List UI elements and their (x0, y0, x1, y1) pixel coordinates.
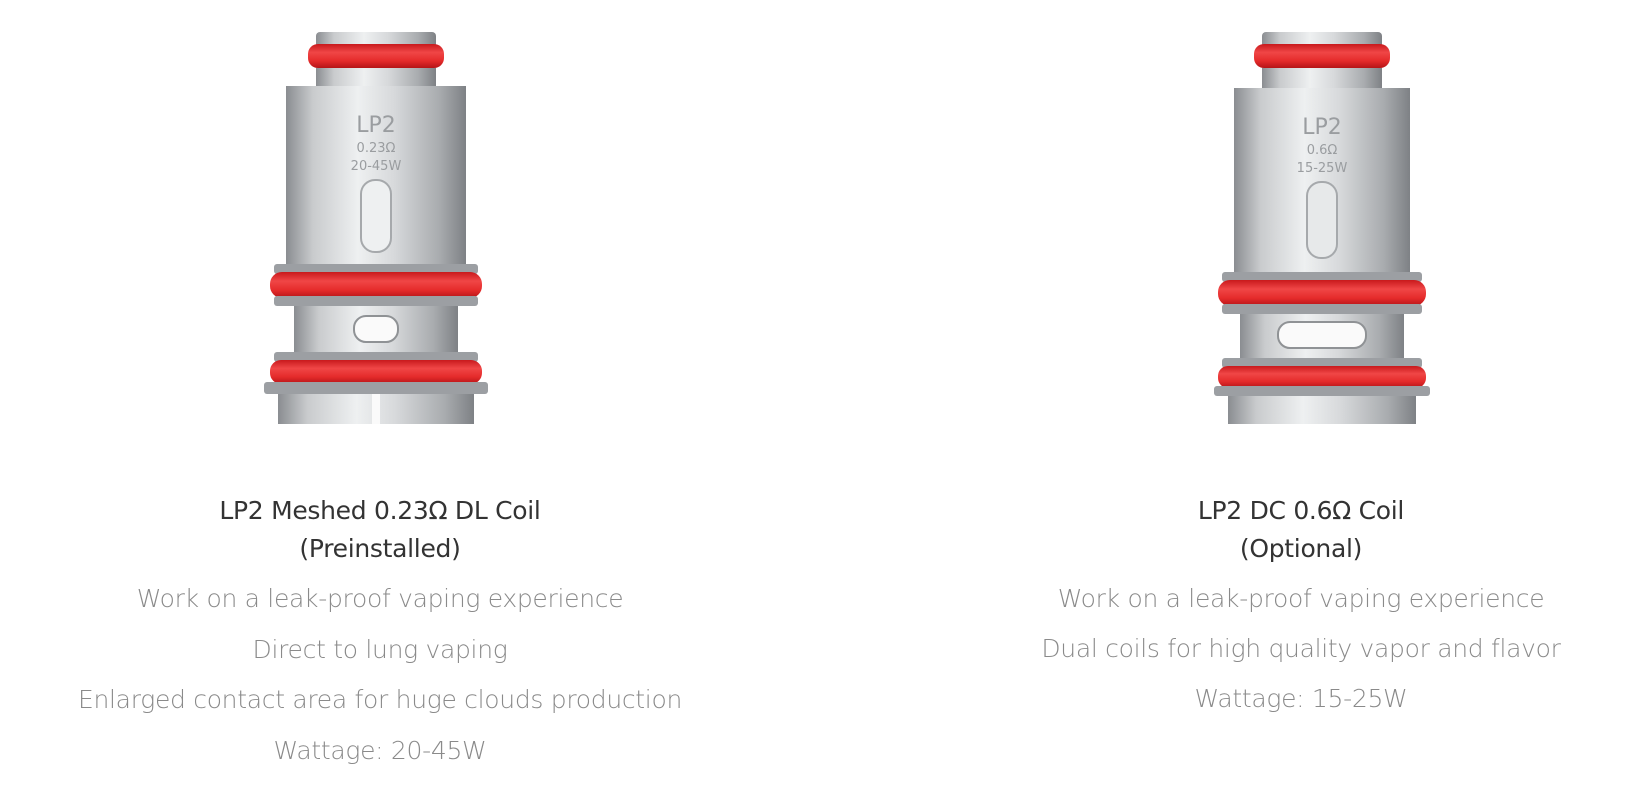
product-caption-dc: LP2 DC 0.6Ω Coil (Optional) Work on a le… (960, 492, 1642, 724)
feature-item: Wattage: 20-45W (273, 735, 487, 765)
product-card-dc: LP2 0.6Ω 15-25W LP2 DC 0.6Ω Coil (Option… (960, 0, 1642, 800)
product-status: (Preinstalled) (299, 534, 461, 563)
feature-list: Work on a leak-proof vaping experience D… (0, 574, 760, 776)
feature-item: Enlarged contact area for huge clouds pr… (78, 685, 682, 714)
svg-text:LP2: LP2 (1302, 115, 1342, 140)
coil-image-dc: LP2 0.6Ω 15-25W (1214, 32, 1430, 424)
svg-text:LP2: LP2 (356, 113, 396, 138)
feature-list: Work on a leak-proof vaping experience D… (960, 574, 1642, 724)
feature-item: Work on a leak-proof vaping experience (1057, 584, 1545, 613)
product-caption-meshed: LP2 Meshed 0.23Ω DL Coil (Preinstalled) … (0, 492, 760, 776)
feature-item: Dual coils for high quality vapor and fl… (1041, 634, 1561, 663)
feature-item: Direct to lung vaping (252, 634, 508, 664)
product-card-meshed: LP2 0.23Ω 20-45W LP2 Meshed 0.23Ω DL Coi… (0, 0, 760, 800)
svg-text:0.6Ω: 0.6Ω (1307, 143, 1338, 158)
svg-text:15-25W: 15-25W (1297, 161, 1348, 176)
product-name: LP2 DC 0.6Ω Coil (1197, 496, 1405, 525)
feature-item: Wattage: 15-25W (1194, 684, 1408, 713)
svg-text:20-45W: 20-45W (351, 159, 402, 174)
product-name: LP2 Meshed 0.23Ω DL Coil (219, 496, 541, 525)
product-status: (Optional) (1239, 534, 1363, 563)
svg-text:0.23Ω: 0.23Ω (357, 141, 396, 156)
feature-item: Work on a leak-proof vaping experience (136, 584, 624, 613)
coil-image-meshed: LP2 0.23Ω 20-45W (264, 32, 488, 424)
